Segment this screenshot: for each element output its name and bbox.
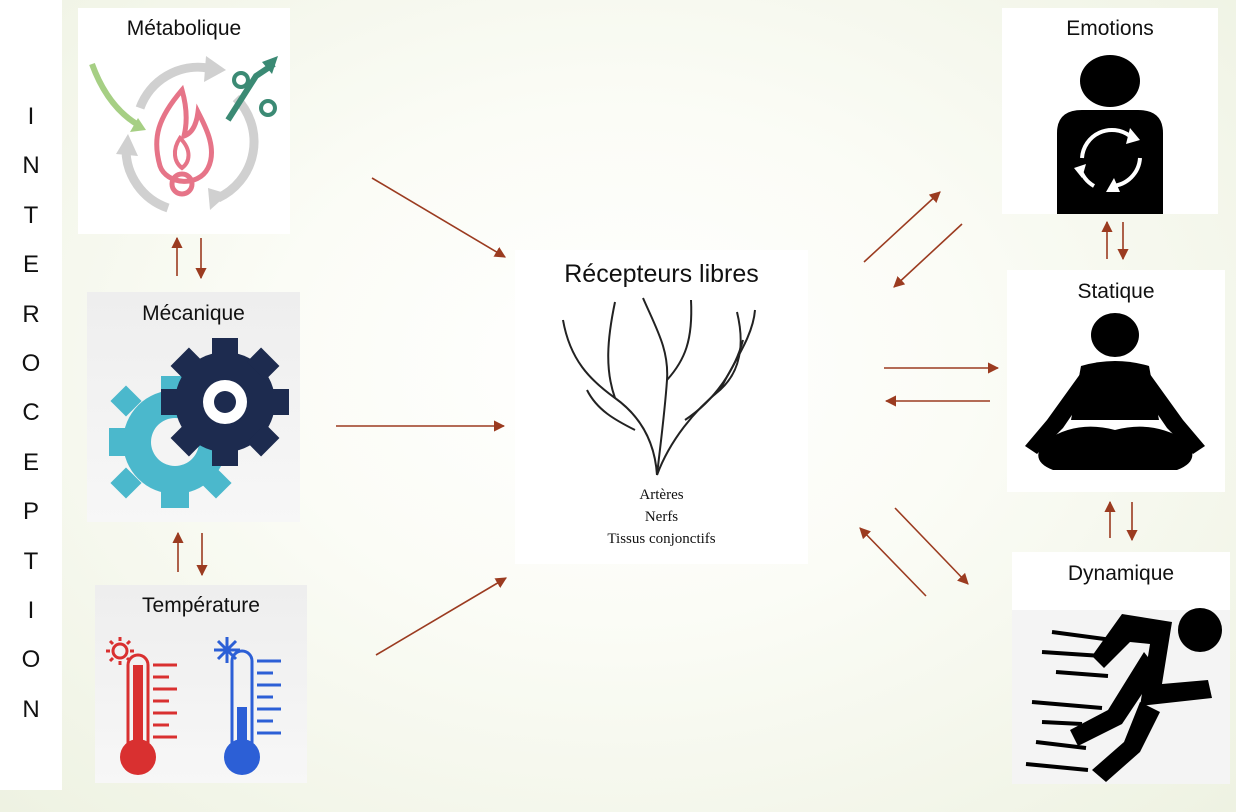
vertical-letters: I N T E R O C E P T I O N: [0, 92, 62, 734]
mecanique-label: Mécanique: [142, 302, 245, 325]
letter: I: [27, 103, 35, 130]
metabolique-label: Métabolique: [126, 17, 242, 40]
letter: T: [23, 547, 39, 575]
arrow-metabolique-to-receptors: [371, 177, 506, 258]
letter: N: [22, 152, 40, 180]
arrow-emotions-to-receptors: [893, 223, 963, 288]
meditation-person-icon: [1025, 313, 1205, 470]
statique-panel: Statique: [1007, 270, 1225, 492]
temperature-label: Température: [142, 594, 260, 617]
thermometers-icon: [106, 637, 281, 775]
letter: T: [23, 201, 39, 229]
letter: O: [21, 646, 41, 674]
person-cycle-icon: [1057, 55, 1163, 214]
mecanique-panel: Mécanique: [87, 292, 300, 522]
receptor-item: Nerfs: [644, 509, 679, 525]
hot-thermometer-icon: [106, 637, 177, 775]
letter: N: [22, 695, 40, 723]
letter: R: [22, 300, 40, 328]
receptors-panel: Récepteurs libres Artères Nerfs Tissus c…: [515, 250, 808, 564]
receptors-title: Récepteurs libres: [564, 260, 759, 288]
temperature-panel: Température: [95, 585, 307, 783]
arrow-temperature-to-receptors: [375, 577, 507, 656]
arrow-dynamique-to-receptors: [859, 527, 927, 597]
emotions-panel: Emotions: [1002, 8, 1218, 214]
letter: P: [22, 498, 39, 526]
letter: I: [27, 597, 35, 625]
emotions-label: Emotions: [1066, 17, 1154, 40]
receptor-item: Artères: [639, 487, 684, 503]
letter: C: [22, 399, 40, 427]
metabolique-panel: Métabolique: [78, 8, 290, 234]
dynamique-panel: Dynamique: [1012, 552, 1230, 784]
letter: E: [22, 251, 39, 279]
nerve-endings-icon: [562, 297, 756, 476]
receptors-list: Artères Nerfs Tissus conjonctifs: [515, 484, 808, 550]
cold-thermometer-icon: [214, 637, 281, 775]
letter: E: [22, 448, 39, 476]
statique-label: Statique: [1077, 280, 1155, 303]
arrow-receptors-to-emotions: [863, 191, 941, 263]
interoception-vertical-label: I N T E R O C E P T I O N: [0, 0, 62, 790]
dynamique-label: Dynamique: [1067, 562, 1175, 585]
metabolism-flame-icon: [89, 56, 278, 213]
arrow-receptors-to-dynamique: [894, 507, 969, 585]
letter: O: [21, 350, 41, 378]
gears-icon: [109, 338, 289, 508]
running-person-icon: [1012, 608, 1230, 784]
receptor-item: Tissus conjonctifs: [607, 531, 716, 547]
